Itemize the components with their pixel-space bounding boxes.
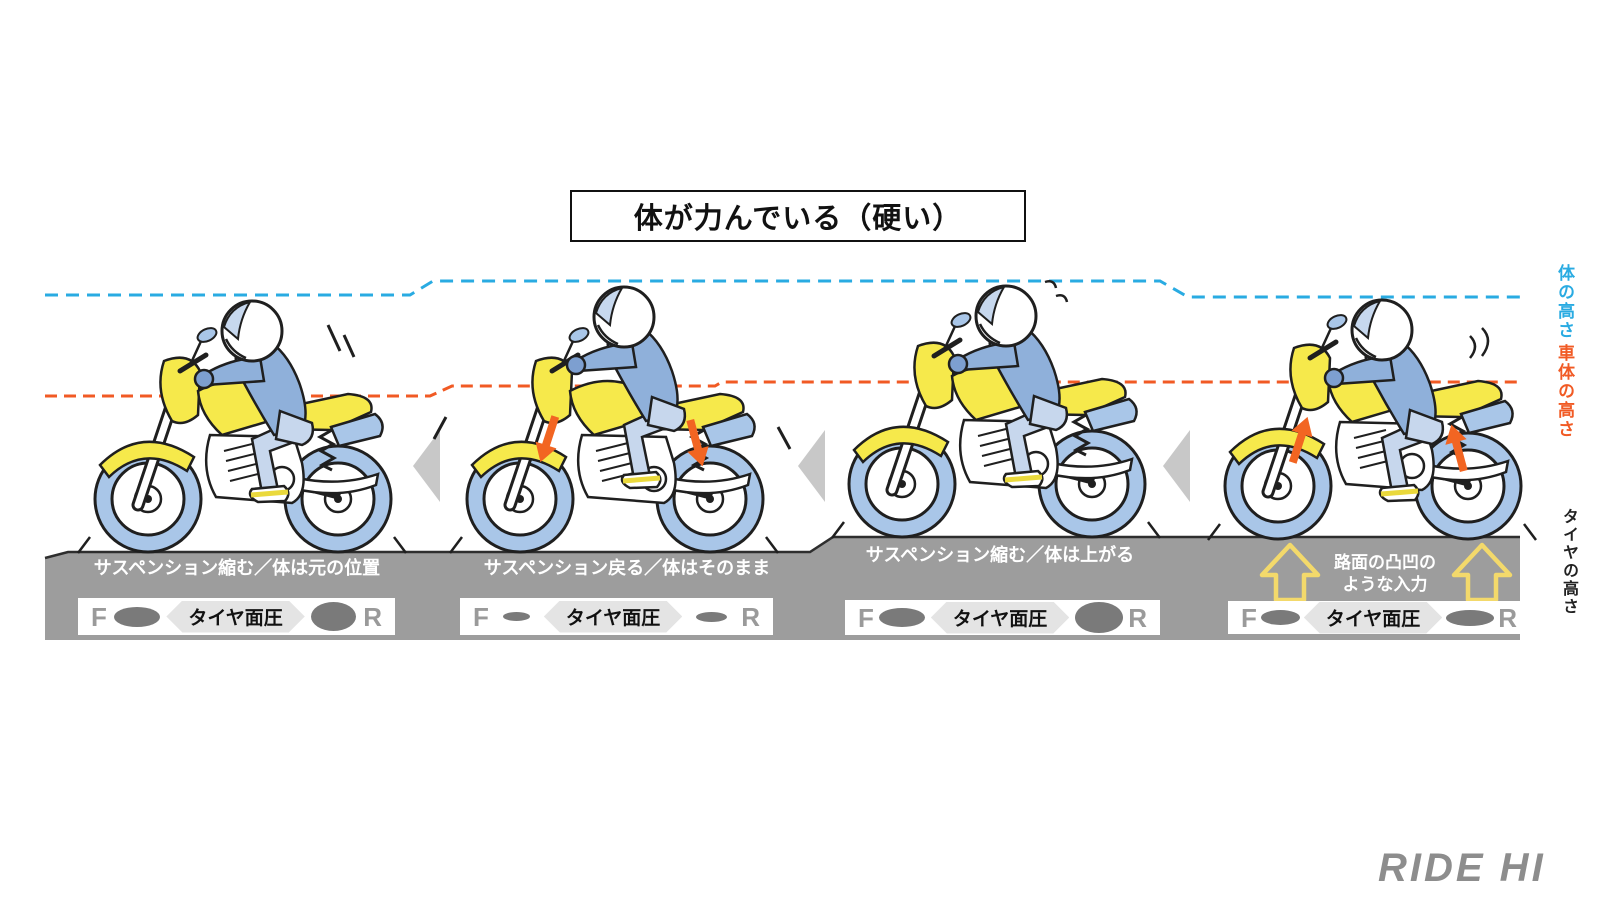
tire-pressure-indicator-1: F タイヤ面圧 R bbox=[78, 598, 395, 635]
panel-1-caption: サスペンション縮む／体は元の位置 bbox=[93, 558, 381, 578]
panel-3-caption: サスペンション縮む／体は上がる bbox=[865, 545, 1135, 565]
rear-pressure-ellipse bbox=[696, 611, 728, 622]
front-label: F bbox=[473, 601, 489, 632]
rear-pressure-ellipse bbox=[1446, 609, 1495, 626]
panel-4-caption-line2: ような入力 bbox=[1342, 575, 1428, 594]
tire-pressure-indicator-2: F タイヤ面圧 R bbox=[460, 598, 773, 635]
rear-label: R bbox=[741, 601, 760, 632]
body-height-label: 体の高さ bbox=[1555, 264, 1574, 340]
ride-hi-logo: RIDE HI bbox=[1378, 846, 1546, 890]
front-pressure-ellipse bbox=[1260, 610, 1300, 625]
panel-4-caption-line1: 路面の凸凹の bbox=[1334, 553, 1436, 572]
sequence-arrow-2 bbox=[798, 430, 825, 502]
motorcycle-3 bbox=[832, 280, 1160, 538]
front-pressure-ellipse bbox=[879, 608, 926, 627]
sequence-arrow-3 bbox=[1163, 430, 1190, 502]
vehicle-height-label: 車体の高さ bbox=[1555, 344, 1574, 439]
road-input-arrow-front bbox=[1259, 542, 1321, 603]
body-height-line bbox=[45, 279, 1522, 299]
motorcycle-1 bbox=[78, 301, 406, 553]
title-text: 体が力んでいる（硬い） bbox=[633, 203, 963, 235]
pressure-hexagon: タイヤ面圧 bbox=[1304, 602, 1442, 634]
motorcycle-4 bbox=[1208, 300, 1536, 540]
front-pressure-ellipse bbox=[113, 606, 160, 627]
road-edge bbox=[44, 535, 1520, 560]
rear-pressure-ellipse bbox=[1074, 602, 1123, 633]
road-input-arrow-rear bbox=[1451, 542, 1513, 603]
rear-label: R bbox=[1128, 602, 1147, 633]
front-pressure-ellipse bbox=[502, 612, 530, 621]
pressure-hexagon: タイヤ面圧 bbox=[931, 602, 1069, 634]
rear-pressure-ellipse bbox=[311, 602, 357, 631]
panel-2-caption: サスペンション戻る／体はそのまま bbox=[483, 558, 771, 578]
pressure-hexagon: タイヤ面圧 bbox=[544, 601, 682, 633]
front-label: F bbox=[1241, 602, 1257, 633]
sequence-arrow-1 bbox=[413, 430, 440, 502]
rear-label: R bbox=[1498, 602, 1517, 633]
tire-pressure-indicator-3: F タイヤ面圧 R bbox=[845, 600, 1160, 635]
front-label: F bbox=[91, 601, 107, 632]
pressure-hexagon: タイヤ面圧 bbox=[166, 601, 304, 633]
tire-height-label: タイヤの高さ bbox=[1560, 508, 1577, 616]
rear-label: R bbox=[363, 601, 382, 632]
front-label: F bbox=[858, 602, 874, 633]
title-box: 体が力んでいる（硬い） bbox=[570, 190, 1026, 242]
tire-pressure-indicator-4: F タイヤ面圧 R bbox=[1228, 601, 1530, 634]
motorcycle-2 bbox=[432, 287, 792, 553]
